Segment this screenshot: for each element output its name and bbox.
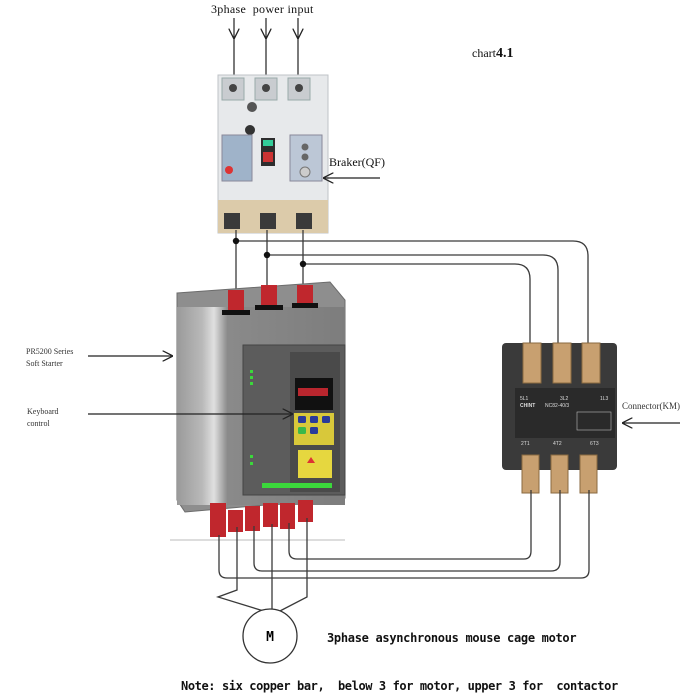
terminal-2t1: 2T1 [521,441,530,447]
motor-symbol: M [242,608,298,664]
power-input-label: 3phase power input [211,2,314,16]
copper-bars-bottom [210,500,313,537]
breaker-label: Braker(QF) [329,155,385,169]
power-input-arrows [234,18,298,80]
footer-note: Note: six copper bar, below 3 for motor,… [181,679,618,693]
keyboard-label-line2: control [27,419,50,428]
motor-description: 3phase asynchronous mouse cage motor [327,631,577,645]
chart-number-value: 4.1 [495,46,514,61]
soft-starter-label-line2: Soft Starter [26,359,63,368]
terminal-4t2: 4T2 [553,441,562,447]
circuit-breaker [217,74,329,234]
soft-starter-label: PR5200 Series Soft Starter [26,346,73,370]
chart-prefix: chart [472,46,496,60]
contactor: 5L1 3L2 1L3 CHINT NC82-40/3 2T1 4T2 6T3 [502,342,617,494]
terminal-5l1: 5L1 [520,396,529,402]
terminal-3l2: 3L2 [560,396,569,402]
chart-number: chart4.1 [472,46,513,62]
contactor-label: Connector(KM) [622,401,680,411]
soft-starter-label-line1: PR5200 Series [26,347,74,356]
terminal-6t3: 6T3 [590,441,599,447]
terminal-1l3: 1L3 [600,396,609,402]
contactor-model: NC82-40/3 [545,403,569,409]
bottom-wires [215,490,590,613]
contactor-brand: CHINT [520,403,535,409]
keyboard-label: Keyboard control [27,406,59,430]
keyboard-label-line1: Keyboard [27,407,59,416]
junction-dots [232,237,307,268]
motor-label: M [266,630,274,645]
soft-starter [176,281,346,513]
